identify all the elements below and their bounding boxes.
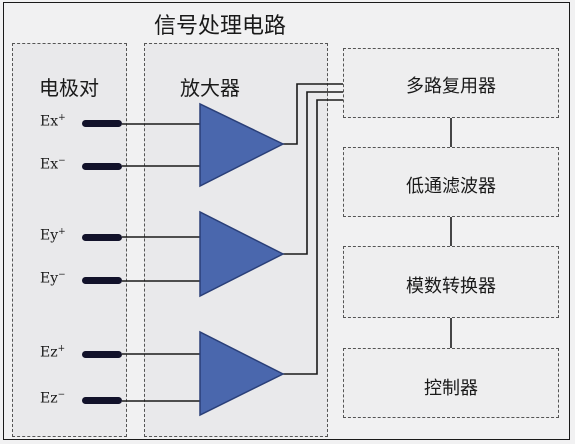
controller-label: 控制器 xyxy=(424,378,478,399)
electrode-pin-ex-minus xyxy=(82,163,122,170)
amplifier-group-title: 放大器 xyxy=(180,76,240,100)
amplifier-y-triangle xyxy=(199,210,285,298)
amplifier-x-triangle xyxy=(199,102,285,188)
controller-box xyxy=(343,348,559,418)
diagram-title: 信号处理电路 xyxy=(153,14,286,39)
multiplexer-box xyxy=(343,48,559,118)
low-pass-filter-label: 低通滤波器 xyxy=(406,176,496,197)
electrode-pin-ex-plus xyxy=(82,120,122,127)
electrode-group-title: 电极对 xyxy=(39,76,99,100)
electrode-label-ex-minus: Ex− xyxy=(40,156,66,173)
electrode-label-ez-minus: Ez− xyxy=(40,390,66,407)
electrode-pin-ey-minus xyxy=(82,277,122,284)
multiplexer-label: 多路复用器 xyxy=(406,76,496,97)
adc-label: 模数转换器 xyxy=(406,276,496,297)
electrode-label-ex-plus: Ex+ xyxy=(40,113,66,130)
wire-amp-z-output xyxy=(283,99,343,375)
adc-box xyxy=(343,246,559,318)
electrode-label-ez-plus: Ez+ xyxy=(40,344,66,361)
wire-amp-y-output xyxy=(283,91,343,255)
electrode-pin-ez-plus xyxy=(82,351,122,358)
electrode-label-ey-minus: Ey− xyxy=(40,270,66,287)
wire-amp-x-output xyxy=(283,83,343,145)
low-pass-filter-box xyxy=(343,147,559,217)
electrode-pin-ez-minus xyxy=(82,397,122,404)
electrode-label-ey-plus: Ey+ xyxy=(40,227,66,244)
amplifier-z-triangle xyxy=(199,330,285,417)
electrode-pin-ey-plus xyxy=(82,234,122,241)
